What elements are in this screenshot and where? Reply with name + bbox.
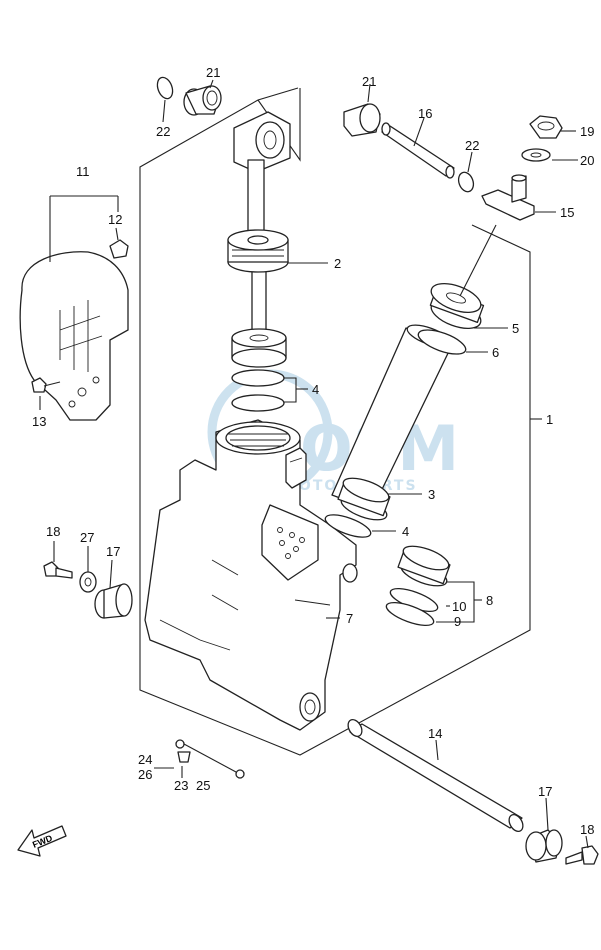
cylinder-body — [144, 419, 358, 731]
bushing-21-left — [183, 85, 222, 116]
bushing-17-right — [525, 829, 563, 863]
callout-17-right: 17 — [538, 784, 552, 799]
shaft-14 — [347, 718, 524, 833]
rod-guide-2 — [227, 229, 289, 273]
callout-22-right: 22 — [465, 138, 479, 153]
callout-21-left: 21 — [206, 65, 220, 80]
callout-12: 12 — [108, 212, 122, 227]
callout-11: 11 — [76, 164, 90, 179]
washer-27 — [79, 571, 97, 593]
callout-13: 13 — [32, 414, 46, 429]
ring-9 — [385, 601, 435, 627]
bolt-18-left — [43, 561, 73, 579]
ground-wire-25 — [175, 739, 245, 779]
callout-8: 8 — [486, 593, 493, 608]
callout-18-right: 18 — [580, 822, 594, 837]
callout-23: 23 — [174, 778, 188, 793]
circlip-22-left — [156, 76, 174, 100]
callout-25: 25 — [196, 778, 210, 793]
callout-labels: 21 22 21 16 22 19 20 15 11 12 2 5 6 4 1 … — [32, 65, 594, 837]
callout-4-lower: 4 — [402, 524, 409, 539]
callout-10: 10 — [452, 599, 466, 614]
bolt-13 — [31, 377, 61, 393]
screw-23 — [177, 751, 191, 763]
washer-20 — [521, 148, 551, 162]
callout-26: 26 — [138, 767, 152, 782]
grommet-12 — [109, 239, 129, 259]
valve-assembly-8 — [397, 545, 451, 587]
free-piston-3 — [337, 477, 391, 521]
leader-lines — [39, 79, 589, 849]
callout-9: 9 — [454, 614, 461, 629]
callout-6: 6 — [492, 345, 499, 360]
callout-22-left: 22 — [156, 124, 170, 139]
callout-4-upper: 4 — [312, 382, 319, 397]
callout-2: 2 — [334, 256, 341, 271]
o-ring-6 — [417, 329, 467, 355]
callout-5: 5 — [512, 321, 519, 336]
fitting-15 — [481, 174, 535, 221]
callout-15: 15 — [560, 205, 574, 220]
fwd-label: FWD — [31, 833, 54, 850]
fwd-arrow: FWD — [17, 825, 67, 857]
callout-16: 16 — [418, 106, 432, 121]
o-rings-4-upper — [231, 369, 285, 412]
callout-14: 14 — [428, 726, 442, 741]
callout-1: 1 — [546, 412, 553, 427]
callout-19: 19 — [580, 124, 594, 139]
nut-19 — [529, 115, 563, 139]
bushing-17-left — [94, 583, 133, 619]
cap-5 — [429, 282, 485, 330]
callout-7: 7 — [346, 611, 353, 626]
callout-24: 24 — [138, 752, 152, 767]
bushing-21-right — [343, 103, 381, 137]
callout-27: 27 — [80, 530, 94, 545]
callout-18-left: 18 — [46, 524, 60, 539]
callout-17-left: 17 — [106, 544, 120, 559]
callout-20: 20 — [580, 153, 594, 168]
piston — [231, 328, 287, 368]
piston-rod — [233, 111, 291, 339]
circlip-22-right — [457, 171, 475, 193]
pin-16 — [381, 122, 455, 179]
cover-11 — [19, 251, 129, 421]
o-ring-4-lower — [324, 514, 372, 538]
callout-3: 3 — [428, 487, 435, 502]
callout-21-right: 21 — [362, 74, 376, 89]
bolt-18-right — [565, 845, 599, 865]
